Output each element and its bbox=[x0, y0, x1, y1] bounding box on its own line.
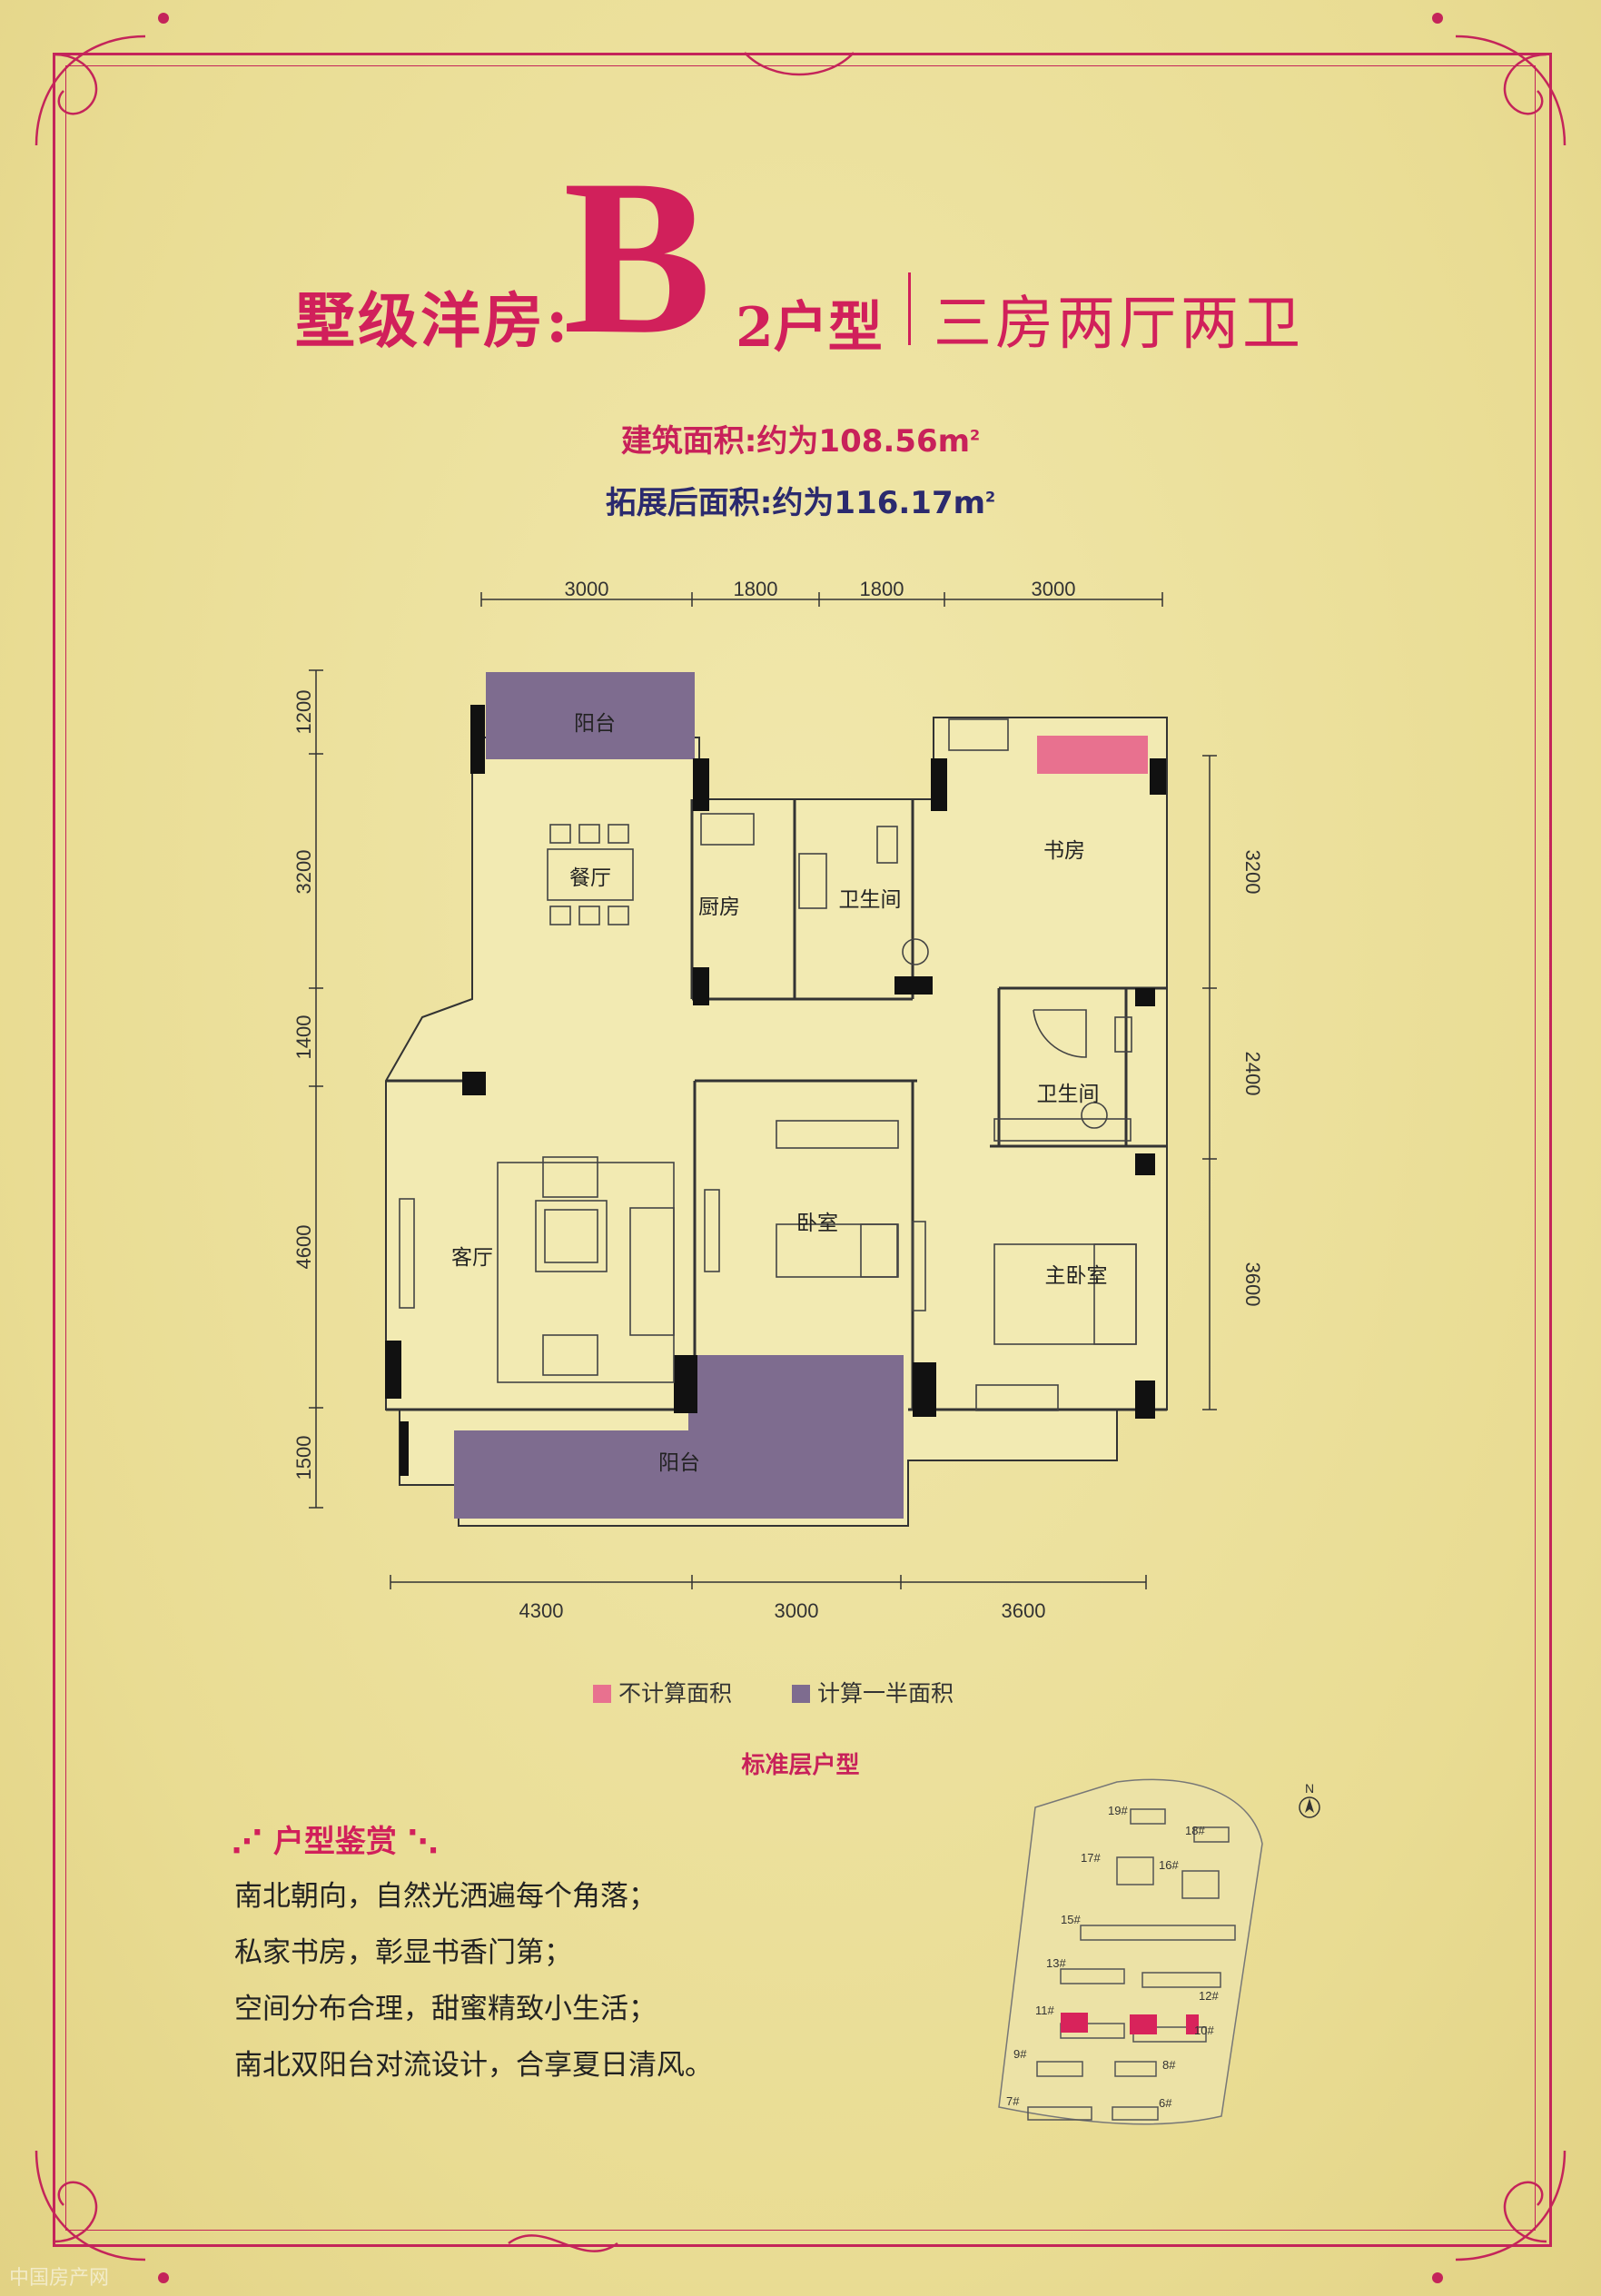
extended-area: 拓展后面积:约为116.17m2 bbox=[605, 485, 996, 521]
dim-left-5: 1500 bbox=[292, 1436, 315, 1480]
room-label-north-balcony: 阳台 bbox=[574, 712, 616, 736]
inner-frame bbox=[65, 65, 1536, 2231]
dim-bottom-1: 4300 bbox=[519, 1599, 564, 1622]
bldg-11: 11# bbox=[1035, 2004, 1054, 2017]
room-label-bathroom-1: 卫生间 bbox=[839, 888, 902, 912]
bldg-12: 12# bbox=[1199, 1989, 1219, 2003]
floor-plan: 3000 1800 1800 3000 4300 3000 3600 1200 … bbox=[292, 578, 1264, 1622]
north-balcony bbox=[486, 672, 695, 759]
furniture bbox=[399, 718, 1137, 1411]
north-arrow-icon: N bbox=[1299, 1781, 1320, 1818]
bldg-16: 16# bbox=[1159, 1858, 1179, 1872]
features-title: ⋰ 户型鉴赏 ⋱ bbox=[232, 1824, 439, 1860]
bldg-7: 7# bbox=[1006, 2094, 1020, 2108]
dim-top-1: 3000 bbox=[565, 578, 609, 600]
site-boundary bbox=[998, 1778, 1263, 2125]
watermark: 中国房产网 bbox=[9, 2267, 110, 2290]
room-label-south-balcony: 阳台 bbox=[658, 1451, 700, 1475]
non-counted-area bbox=[1037, 736, 1148, 774]
wall-columns bbox=[385, 705, 1166, 1476]
legend-half-counted: 计算一半面积 bbox=[792, 1676, 954, 1708]
highlight-building-10b bbox=[1186, 2014, 1199, 2034]
plan-caption: 标准层户型 bbox=[741, 1752, 860, 1779]
bldg-13: 13# bbox=[1046, 1956, 1066, 1970]
room-label-kitchen: 厨房 bbox=[698, 896, 740, 919]
highlight-building-10a bbox=[1130, 2014, 1157, 2034]
bldg-9: 9# bbox=[1013, 2047, 1027, 2061]
dim-right-2: 2400 bbox=[1241, 1052, 1264, 1096]
site-plan: 19# 18# 17# 16# 15# 13# 12# 11# 10# 9# 8… bbox=[998, 1778, 1320, 2125]
bldg-18: 18# bbox=[1185, 1824, 1205, 1837]
dim-top-3: 1800 bbox=[860, 578, 904, 600]
svg-text:N: N bbox=[1305, 1781, 1314, 1796]
feature-line-1: 南北朝向，自然光洒遍每个角落； bbox=[234, 1880, 657, 1913]
dim-right-1: 3200 bbox=[1241, 850, 1264, 895]
room-label-living: 客厅 bbox=[451, 1246, 493, 1270]
legend-swatch-purple bbox=[792, 1685, 810, 1703]
dim-left-4: 4600 bbox=[292, 1225, 315, 1270]
legend-swatch-pink bbox=[593, 1685, 611, 1703]
bldg-10: 10# bbox=[1194, 2024, 1214, 2037]
room-label-master-bedroom: 主卧室 bbox=[1045, 1264, 1108, 1288]
building-area: 建筑面积:约为108.56m2 bbox=[620, 423, 981, 460]
room-label-dining: 餐厅 bbox=[569, 866, 611, 890]
title-letter: B bbox=[563, 134, 712, 380]
feature-line-4: 南北双阳台对流设计，合享夏日清风。 bbox=[234, 2049, 713, 2082]
room-label-bedroom: 卧室 bbox=[796, 1212, 838, 1235]
dim-right-3: 3600 bbox=[1241, 1262, 1264, 1307]
dim-left-1: 1200 bbox=[292, 690, 315, 735]
bldg-15: 15# bbox=[1061, 1913, 1081, 1926]
sparkle-right-icon: ⋱ bbox=[407, 1824, 439, 1860]
sparkle-left-icon: ⋰ bbox=[232, 1824, 262, 1860]
dim-bottom-3: 3600 bbox=[1002, 1599, 1046, 1622]
bldg-19: 19# bbox=[1108, 1804, 1128, 1817]
dim-top-2: 1800 bbox=[734, 578, 778, 600]
bldg-6: 6# bbox=[1159, 2096, 1172, 2110]
room-label-bathroom-2: 卫生间 bbox=[1037, 1083, 1100, 1106]
outer-frame bbox=[53, 53, 1552, 2247]
highlight-building-11 bbox=[1061, 2013, 1088, 2033]
title-divider bbox=[908, 272, 911, 345]
bldg-17: 17# bbox=[1081, 1851, 1101, 1865]
dim-left-3: 1400 bbox=[292, 1015, 315, 1060]
dim-bottom-2: 3000 bbox=[775, 1599, 819, 1622]
dim-top-4: 3000 bbox=[1032, 578, 1076, 600]
feature-line-2: 私家书房，彰显书香门第； bbox=[234, 1936, 572, 1969]
legend-not-counted: 不计算面积 bbox=[593, 1676, 732, 1708]
title-layout: 三房两厅两卫 bbox=[934, 291, 1304, 358]
dim-left-2: 3200 bbox=[292, 850, 315, 895]
bldg-8: 8# bbox=[1162, 2058, 1176, 2072]
feature-line-3: 空间分布合理，甜蜜精致小生活； bbox=[234, 1993, 657, 2025]
dimension-lines bbox=[309, 592, 1217, 1589]
title-prefix: 墅级洋房: bbox=[295, 285, 571, 356]
south-balcony bbox=[454, 1355, 904, 1519]
room-label-study: 书房 bbox=[1043, 839, 1085, 863]
title-unit: 2户型 bbox=[736, 296, 883, 360]
